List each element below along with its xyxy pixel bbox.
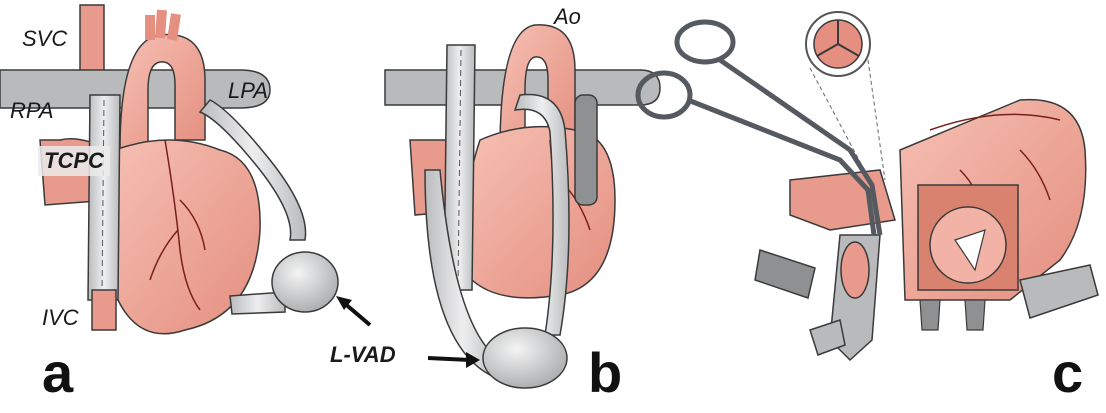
lvad-pump-a (272, 252, 338, 312)
lvad-pump-b (483, 328, 567, 388)
panel-b-illustration (385, 25, 660, 388)
label-ao: Ao (554, 4, 581, 30)
panel-letter-c: c (1052, 345, 1083, 401)
label-tcpc: TCPC (38, 146, 110, 176)
ivc-vessel (92, 290, 116, 330)
label-lvad: L-VAD (330, 342, 396, 368)
arrow-to-pump-a (336, 296, 370, 325)
label-svc: SVC (22, 26, 67, 52)
outflow-graft-b (575, 95, 597, 205)
label-rpa: RPA (10, 98, 54, 124)
panel-c-illustration (638, 12, 1098, 360)
label-ivc: IVC (42, 305, 79, 331)
panel-letter-b: b (588, 345, 622, 401)
label-lpa: LPA (228, 78, 268, 104)
panel-letter-a: a (42, 345, 73, 401)
